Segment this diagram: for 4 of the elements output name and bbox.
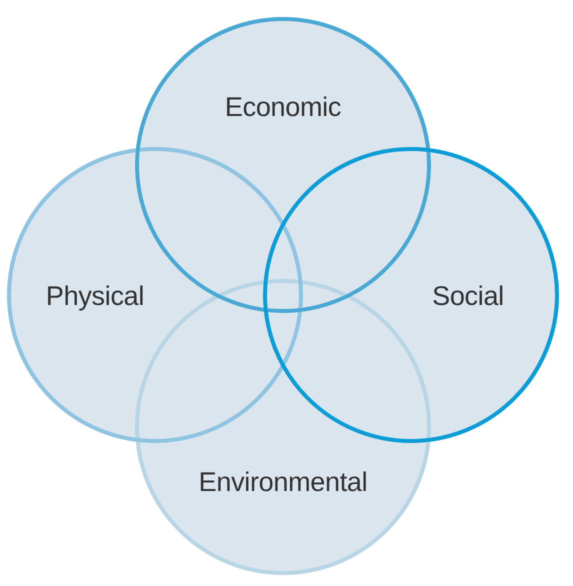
circle-label: Environmental (198, 468, 368, 498)
circle-label: Physical (46, 282, 144, 312)
circle-label: Economic (224, 93, 342, 123)
circle-label: Social (432, 282, 504, 312)
